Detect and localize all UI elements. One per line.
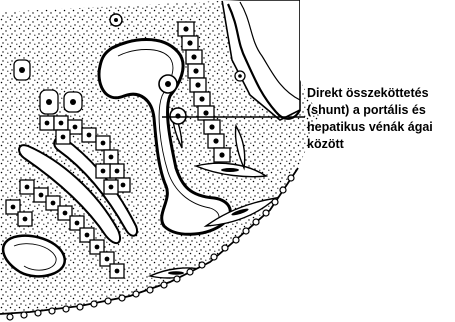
annotation-line-1: Direkt összeköttetés	[307, 85, 453, 102]
annotation-label: Direkt összeköttetés (shunt) a portális …	[307, 85, 453, 153]
annotation-line-2: (shunt) a portális és	[307, 102, 453, 119]
annotation-line-3: hepatikus vénák ágai	[307, 119, 453, 136]
annotation-line-4: között	[307, 136, 453, 153]
